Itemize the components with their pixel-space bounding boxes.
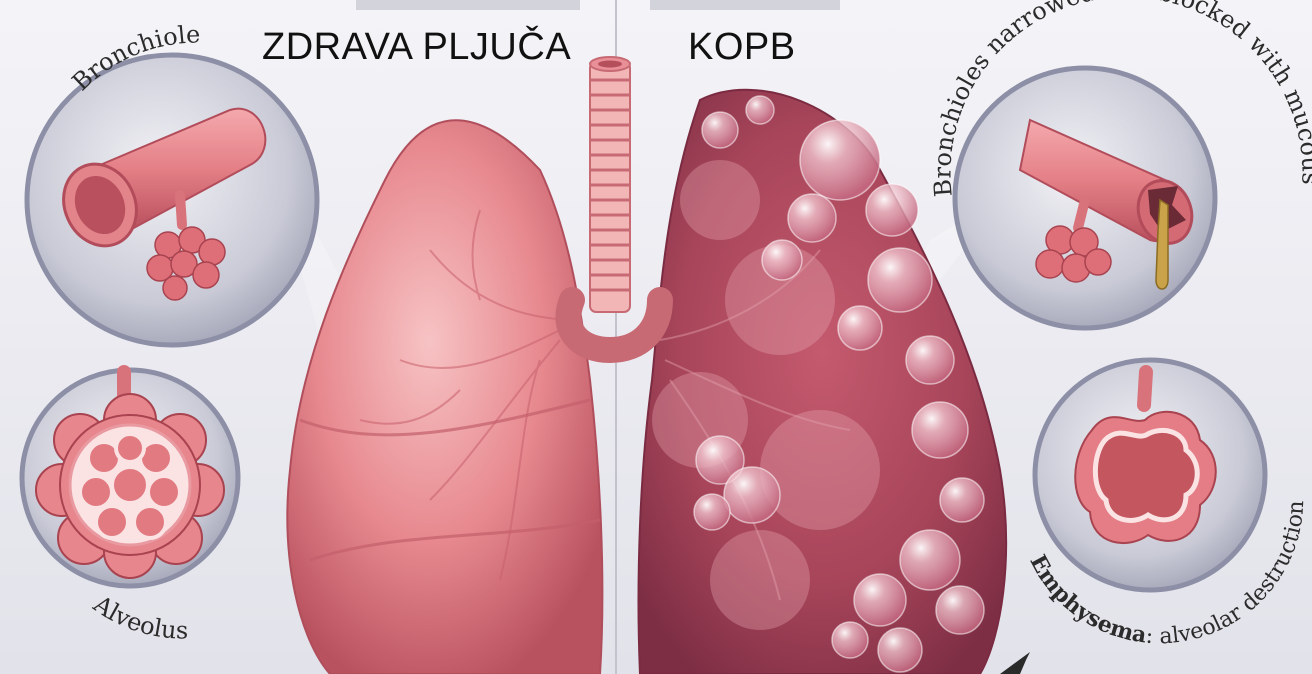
inset-healthy-bronchiole — [27, 55, 317, 345]
header-tab-right — [650, 0, 840, 10]
inset-healthy-alveolus — [22, 370, 238, 586]
header-tab-left — [356, 0, 580, 10]
inset-emphysema-alveolus — [1035, 360, 1265, 590]
title-copd: KOPB — [688, 26, 796, 69]
title-healthy-lungs: ZDRAVA PLJUČA — [262, 26, 571, 69]
inset-blocked-bronchiole — [955, 68, 1215, 328]
